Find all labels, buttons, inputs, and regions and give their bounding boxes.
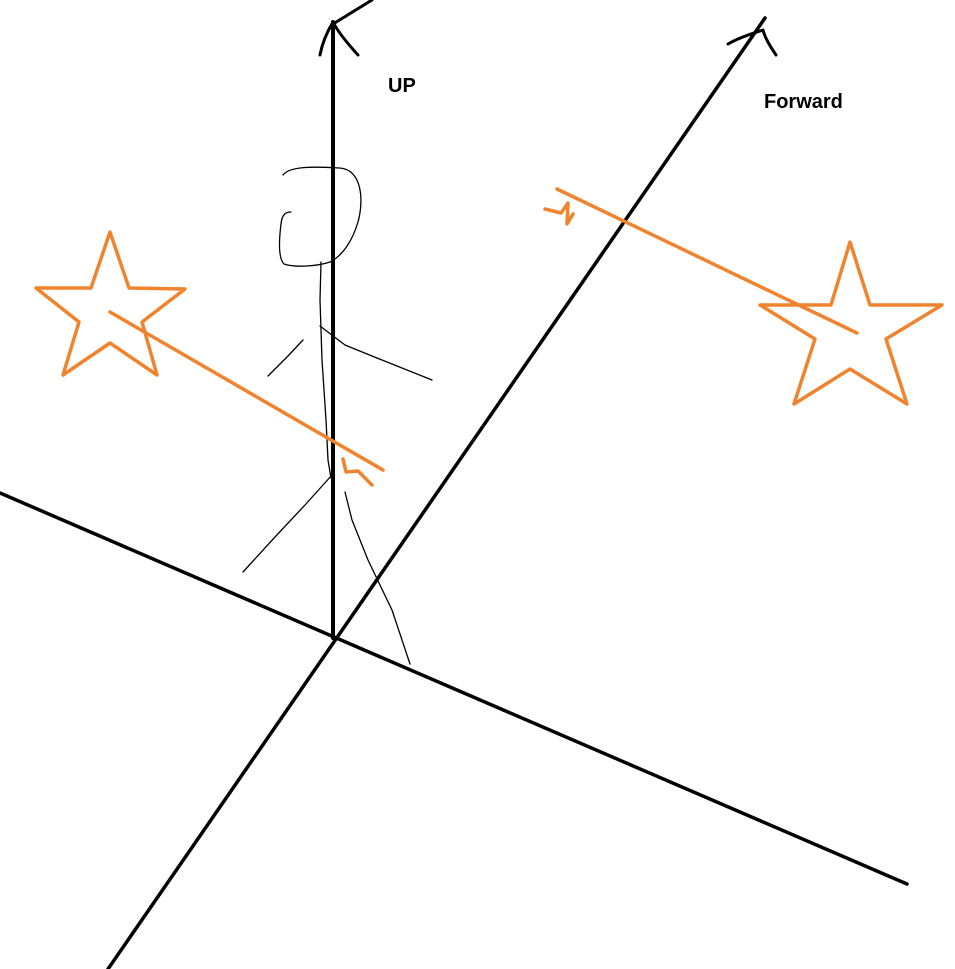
forward-axis [106,16,767,969]
right-pointer-line [555,187,859,335]
left-star [34,230,187,377]
side-axis [0,491,909,886]
right-pointer-hook [543,201,575,226]
left-pointer-line [108,310,385,472]
forward-label: Forward [764,91,843,113]
highlight-group [34,187,944,487]
stick-figure-left-leg [242,474,333,573]
stick-figure [242,166,433,665]
up-label: UP [388,75,416,97]
stick-figure-head [278,166,362,267]
up-axis-arrowhead [318,20,360,57]
stick-figure-body [319,261,332,479]
stick-figure-right-leg [344,491,411,665]
stick-figure-left-arm [267,339,304,377]
up-axis-extra-stroke [331,0,374,26]
right-star [758,240,944,406]
forward-axis-arrowhead [726,28,778,57]
left-pointer-hook [341,457,374,487]
axes [0,0,909,969]
stick-figure-right-arm [319,325,433,381]
